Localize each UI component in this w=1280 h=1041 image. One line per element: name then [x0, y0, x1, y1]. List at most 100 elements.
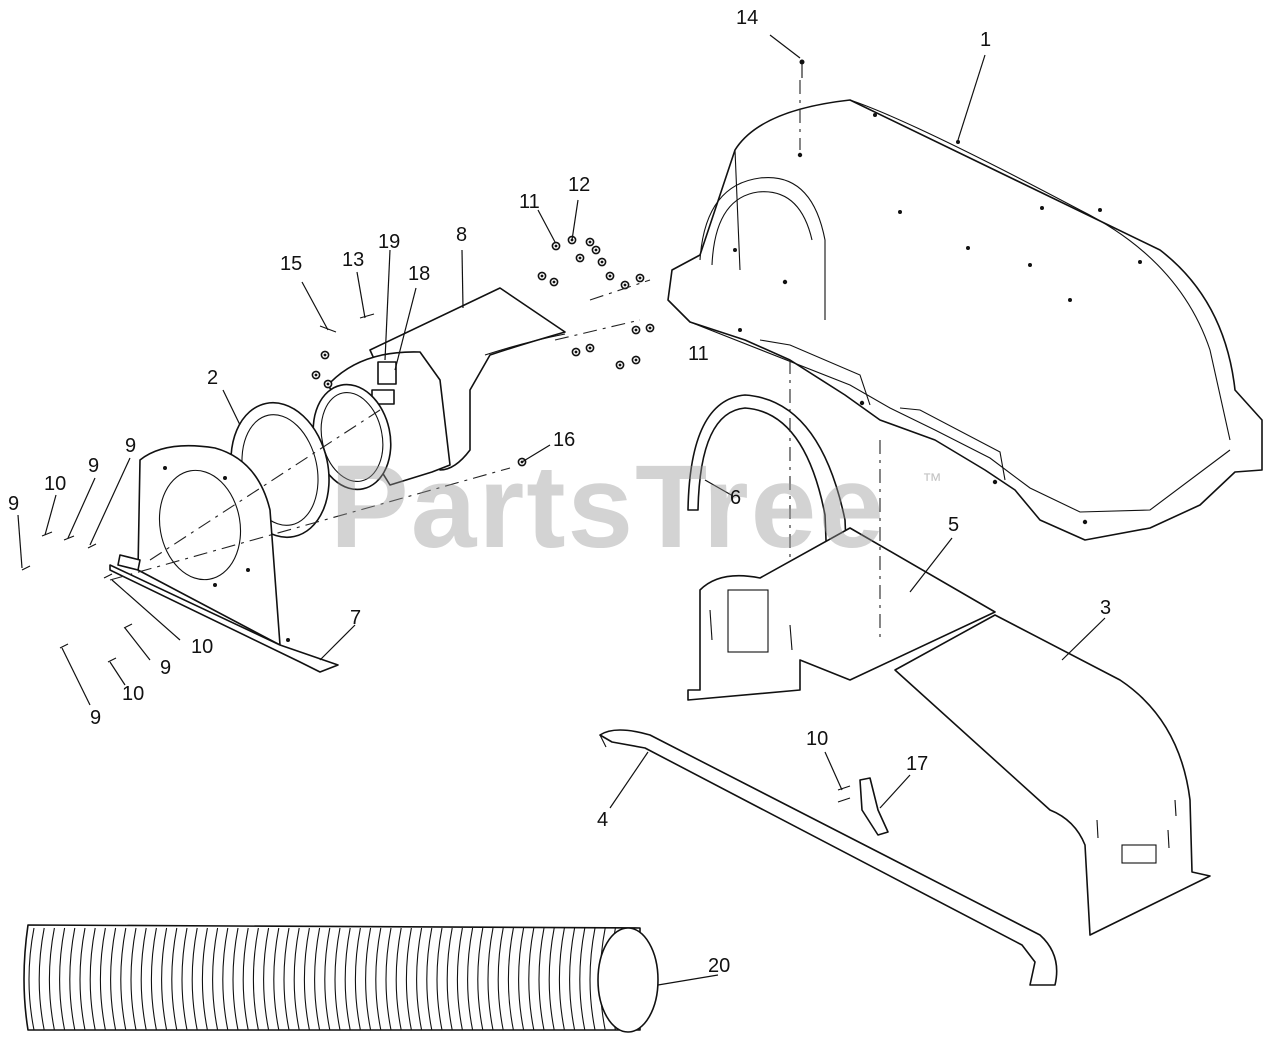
callout-6[interactable]: 6 [730, 487, 742, 509]
bolt[interactable] [107, 657, 117, 663]
part-20-hose[interactable] [23, 924, 659, 1033]
bolt[interactable] [359, 313, 375, 319]
hose-ring [110, 927, 117, 1031]
callout-9d[interactable]: 9 [160, 657, 172, 679]
part-1-housing[interactable] [667, 99, 1263, 541]
callout-19[interactable]: 19 [378, 231, 401, 253]
callout-4[interactable]: 4 [597, 809, 609, 831]
nut-hole [552, 280, 556, 284]
hose-ring [395, 927, 402, 1031]
hose-ring [416, 927, 423, 1031]
adapter-ring[interactable] [304, 377, 400, 496]
part-17-latch[interactable] [859, 777, 889, 836]
nut-hole [623, 283, 627, 287]
bolt[interactable] [59, 643, 69, 649]
part-19-bracket[interactable] [377, 361, 397, 385]
callout-11b[interactable]: 11 [688, 343, 709, 365]
hose-ring [191, 927, 198, 1031]
hose-ring [589, 927, 596, 1031]
bolt[interactable] [837, 785, 851, 791]
hose-ring [69, 927, 76, 1031]
callout-10d[interactable]: 10 [806, 728, 829, 750]
hose-ring [263, 927, 270, 1031]
hose-ring [579, 927, 586, 1031]
callout-7[interactable]: 7 [350, 607, 362, 629]
trademark-symbol: ™ [922, 470, 942, 492]
hose-ring [324, 927, 331, 1031]
callout-12[interactable]: 12 [568, 174, 591, 196]
bolt[interactable] [103, 573, 113, 579]
callout-9b[interactable]: 9 [88, 455, 100, 477]
hose-ring [538, 927, 545, 1031]
callout-9a[interactable]: 9 [8, 493, 20, 515]
hose-ring [456, 927, 463, 1031]
bolt[interactable] [87, 543, 97, 549]
part-14-screw[interactable] [799, 59, 805, 79]
bolt[interactable] [21, 565, 31, 571]
hose-ring [334, 927, 341, 1031]
nut-hole [648, 326, 652, 330]
hose-ring [528, 927, 535, 1031]
hose-ring [293, 927, 300, 1031]
nut-hole [578, 256, 582, 260]
callout-10b[interactable]: 10 [191, 636, 214, 658]
bolt[interactable] [123, 623, 133, 629]
nut-hole [574, 350, 578, 354]
callout-5[interactable]: 5 [948, 514, 960, 536]
callout-2[interactable]: 2 [207, 367, 219, 389]
hose-ring [222, 927, 229, 1031]
hose-ring [212, 927, 219, 1031]
hose-ring [79, 927, 86, 1031]
nut-hole [608, 274, 612, 278]
hose-ring [303, 927, 310, 1031]
part-4-tube[interactable] [599, 729, 1058, 986]
nut-hole [554, 244, 558, 248]
nut-hole [326, 382, 330, 386]
callout-16[interactable]: 16 [553, 429, 576, 451]
callout-3[interactable]: 3 [1100, 597, 1112, 619]
part-7-mounting-plate[interactable] [109, 444, 339, 673]
bolt[interactable] [41, 531, 53, 537]
hose-ring [436, 927, 443, 1031]
hose-ring [385, 927, 392, 1031]
fastener-group [21, 235, 851, 803]
bolt[interactable] [837, 797, 851, 803]
callout-17[interactable]: 17 [906, 753, 929, 775]
hose-ring [140, 927, 147, 1031]
callout-20[interactable]: 20 [708, 955, 731, 977]
hose-ring [548, 927, 555, 1031]
part-8-chute[interactable] [327, 287, 566, 486]
callout-11a[interactable]: 11 [519, 191, 540, 213]
callout-leaders [17, 34, 1106, 986]
callout-9c[interactable]: 9 [125, 435, 137, 457]
hose-ring [181, 927, 188, 1031]
nut-hole [540, 274, 544, 278]
callout-10a[interactable]: 10 [44, 473, 67, 495]
hose-ring [120, 927, 127, 1031]
hose-ring [405, 927, 412, 1031]
nut-hole [323, 353, 327, 357]
nut-hole [634, 358, 638, 362]
callout-8[interactable]: 8 [456, 224, 468, 246]
callout-14[interactable]: 14 [736, 7, 759, 29]
bolt[interactable] [63, 535, 75, 541]
callout-1[interactable]: 1 [980, 29, 992, 51]
callout-13[interactable]: 13 [342, 249, 365, 271]
callout-18[interactable]: 18 [408, 263, 431, 285]
callout-9e[interactable]: 9 [90, 707, 102, 729]
part-3-lower-housing[interactable] [894, 614, 1211, 936]
hose-ring [518, 927, 525, 1031]
watermark: PartsTree [330, 441, 886, 573]
hose-ring [314, 927, 321, 1031]
nut-hole [634, 328, 638, 332]
hose-ring [497, 927, 504, 1031]
part-5-lower-plate[interactable] [687, 527, 996, 701]
hose-ring [467, 927, 474, 1031]
callout-15[interactable]: 15 [280, 253, 303, 275]
nut-hole [588, 240, 592, 244]
hose-ring [426, 927, 433, 1031]
callout-10c[interactable]: 10 [122, 683, 145, 705]
nut-hole [594, 248, 598, 252]
